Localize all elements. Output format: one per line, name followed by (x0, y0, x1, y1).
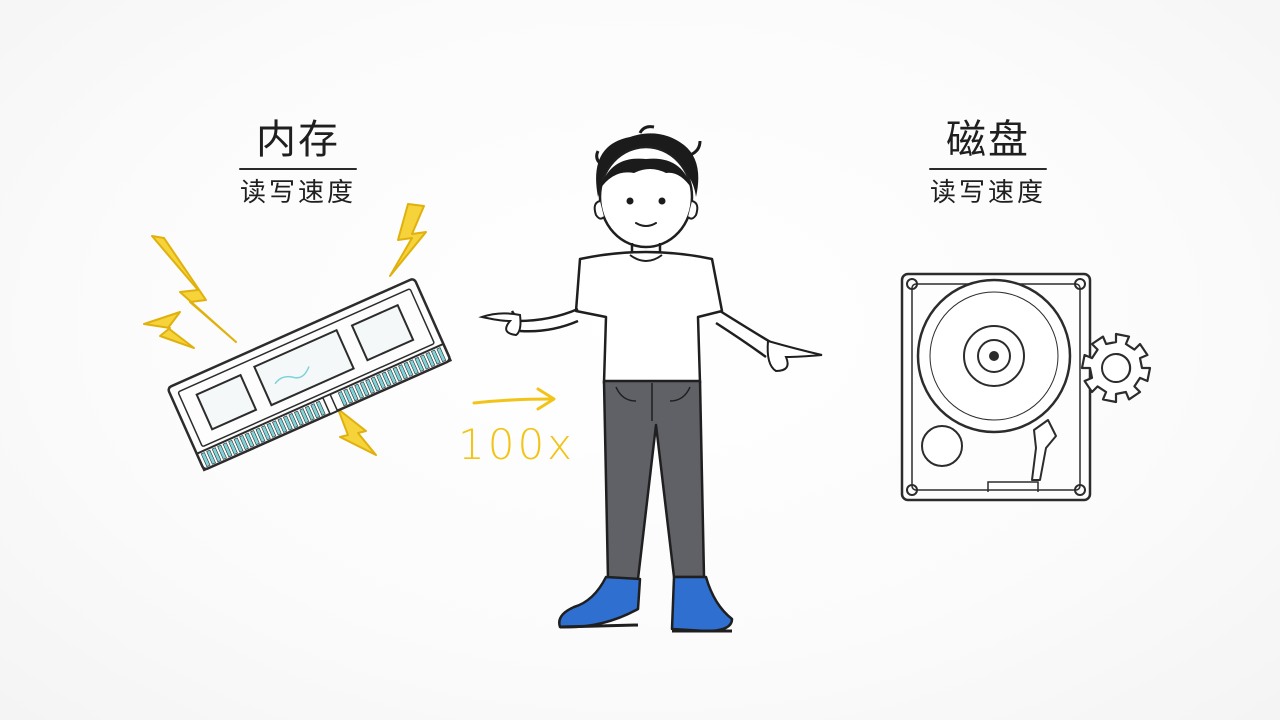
ram-pin (425, 352, 436, 368)
ram-pin (409, 359, 419, 375)
ram-pin (228, 439, 238, 455)
ram-pin (315, 400, 326, 416)
disk-title-underline (929, 168, 1047, 170)
memory-title-underline (239, 168, 357, 170)
ram-pin (420, 354, 430, 370)
ram-pin (277, 417, 288, 433)
hard-drive-icon (900, 272, 1092, 502)
ram-pin (272, 420, 282, 436)
disk-title: 磁盘 (946, 117, 1030, 163)
ram-pins (200, 347, 447, 468)
ram-pin (255, 427, 266, 443)
ram-pin (370, 376, 381, 392)
gear-icon (1080, 332, 1152, 404)
speed-ratio-label: 100x (458, 420, 576, 469)
ram-pin (436, 347, 447, 363)
person-figure (478, 125, 823, 633)
ram-pin (266, 422, 277, 438)
ram-pin (239, 435, 249, 451)
ram-pin (348, 386, 359, 402)
memory-title: 内存 (256, 117, 340, 163)
ram-pin (376, 373, 386, 390)
disk-subtitle: 读写速度 (929, 178, 1046, 208)
ram-pin (392, 366, 403, 382)
ram-pin (414, 356, 425, 372)
ram-pin (261, 425, 271, 441)
ram-pin (211, 447, 222, 463)
ram-pin (359, 381, 370, 397)
lightning-icon (143, 311, 195, 349)
ram-pin (354, 383, 364, 399)
ram-pin (283, 415, 293, 431)
ram-pin (403, 361, 414, 377)
ram-pin (381, 371, 392, 387)
ram-pin (299, 408, 310, 424)
lightning-icon (337, 408, 377, 456)
ram-pin (206, 449, 216, 465)
ram-pin (304, 405, 315, 421)
ram-stick-icon (167, 278, 453, 472)
ram-pin (365, 378, 375, 394)
ram-pin (288, 413, 299, 429)
ram-pin (343, 388, 353, 404)
disk-label: 磁盘 读写速度 (918, 118, 1058, 208)
ram-pin (222, 442, 233, 458)
ram-pin (293, 410, 304, 426)
ram-pin (217, 444, 227, 460)
arrow-right-icon (472, 387, 556, 411)
ram-pin (250, 430, 260, 446)
memory-label: 内存 读写速度 (228, 118, 368, 208)
ram-pin (337, 391, 348, 407)
ram-pin (398, 364, 408, 380)
lightning-icon (389, 203, 427, 277)
lightning-icon (151, 235, 237, 343)
memory-subtitle: 读写速度 (239, 178, 356, 208)
ram-pin (431, 349, 441, 365)
ram-pin (233, 437, 244, 453)
ram-pin (310, 403, 321, 419)
ram-pin (244, 432, 255, 448)
ram-pin (387, 369, 397, 385)
ram-pin (200, 452, 211, 468)
